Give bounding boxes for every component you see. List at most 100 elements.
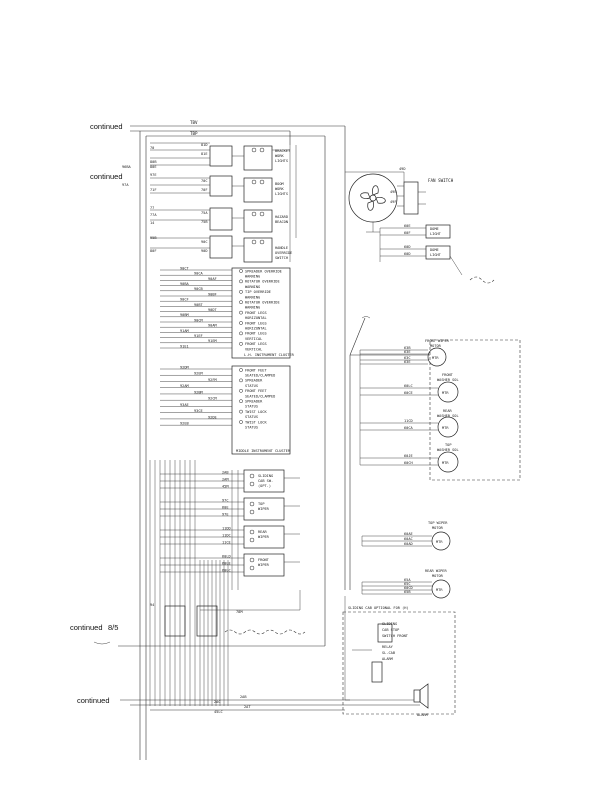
- switch-pin: [249, 481, 255, 487]
- indicator-lamp: [239, 331, 243, 336]
- svg-text:90C: 90C: [201, 240, 208, 244]
- svg-text:60JE: 60JE: [404, 454, 413, 458]
- indicator-lamp: [239, 409, 243, 414]
- wire-label: 92DM: [180, 365, 189, 369]
- lamp-label: STATUS: [245, 405, 258, 409]
- continued-label: continued: [77, 696, 110, 705]
- lamp-label: FRONT LEGS: [245, 342, 267, 346]
- indicator-lamp: [239, 310, 243, 315]
- wire-label: 91EM: [208, 339, 217, 343]
- svg-text:OVERRIDE: OVERRIDE: [275, 251, 292, 255]
- lamp-label: WARNING: [245, 285, 260, 289]
- wire-label: 93CE: [194, 409, 203, 413]
- middle-instrument-cluster: MIDDLE INSTRUMENT CLUSTER FRONT FEETSEAT…: [160, 365, 291, 455]
- lamp-label: STATUS: [245, 384, 258, 388]
- wire-label: TBV: [190, 120, 198, 125]
- svg-text:MTR: MTR: [432, 356, 439, 360]
- svg-text:SLIDING: SLIDING: [382, 622, 397, 626]
- svg-text:49D: 49D: [399, 167, 406, 171]
- indicator-lamp: [239, 289, 243, 294]
- svg-text:HAZARD: HAZARD: [275, 215, 288, 219]
- wire-label: 90AF: [208, 277, 217, 281]
- svg-text:2AT: 2AT: [244, 705, 251, 709]
- svg-text:97E: 97E: [150, 173, 157, 177]
- svg-text:77: 77: [150, 206, 154, 210]
- svg-text:RELAY: RELAY: [382, 645, 394, 649]
- continued-label: continued: [90, 122, 123, 131]
- lamp-label: ROTATOR OVERRIDE: [245, 280, 280, 284]
- top-wiper-motor: MTR TOP WIPER MOTOR 60AE 60AC 60AD: [361, 521, 451, 551]
- indicator-lamp: [239, 388, 243, 393]
- wire-label: 90CM: [194, 318, 203, 322]
- switch-label: TOP: [258, 502, 265, 506]
- wire-label: 2AM: [222, 477, 229, 481]
- switch-label: WIPER: [258, 535, 270, 539]
- svg-text:60CE: 60CE: [404, 391, 413, 395]
- switch-label: CAB SW.: [258, 479, 273, 483]
- svg-text:81E: 81E: [201, 152, 208, 156]
- wire-label: 2AB: [222, 470, 229, 474]
- indicator-lamp: [239, 341, 243, 346]
- svg-text:MTR: MTR: [442, 426, 449, 430]
- svg-text:60CH: 60CH: [404, 461, 413, 465]
- svg-text:45LC: 45LC: [214, 710, 223, 714]
- wire-label: 92FM: [208, 378, 217, 382]
- wire-label: 11CE: [222, 540, 231, 544]
- hazard-beacon-switch: HAZARD BEACON 75A 75B: [201, 207, 288, 233]
- lh-cluster-title: L.H. INSTRUMENT CLUSTER: [244, 353, 295, 357]
- svg-text:60E: 60E: [404, 224, 411, 228]
- svg-text:14: 14: [150, 221, 154, 225]
- wire-label: 90CT: [180, 266, 189, 270]
- svg-text:BRACKET: BRACKET: [275, 149, 291, 153]
- svg-text:MOTOR: MOTOR: [432, 574, 444, 578]
- svg-text:63E: 63E: [404, 350, 411, 354]
- svg-text:FRONT: FRONT: [442, 373, 454, 377]
- lamp-label: TWIST LOCK: [245, 420, 267, 424]
- wire-label: 45M: [222, 484, 229, 488]
- svg-text:LIGHT: LIGHT: [430, 232, 442, 236]
- svg-text:11CD: 11CD: [404, 419, 413, 423]
- wire-label: 90BA: [180, 282, 189, 286]
- wire-label: 90CA: [194, 272, 203, 276]
- sliding-cab-option: SLIDING CAB OPTIONAL FOR (H) SLIDING CAB…: [342, 596, 456, 717]
- svg-text:80E: 80E: [150, 165, 157, 169]
- svg-text:WORK: WORK: [275, 187, 284, 191]
- lamp-label: WARNING: [245, 306, 260, 310]
- svg-text:LIGHTS: LIGHTS: [275, 192, 288, 196]
- wire-label: 90BT: [194, 303, 203, 307]
- wire-label: 60LD: [222, 554, 231, 558]
- svg-text:LIGHTS: LIGHTS: [275, 159, 288, 163]
- switch-pin: [249, 509, 255, 515]
- wire-label: 92EB: [180, 422, 189, 426]
- svg-text:78M: 78M: [236, 610, 243, 614]
- lamp-label: SPREADER: [245, 400, 263, 404]
- svg-text:2AB: 2AB: [240, 695, 247, 699]
- wire-label: 90CF: [180, 298, 189, 302]
- lh-instrument-cluster: L.H. INSTRUMENT CLUSTER SPREADER OVERRID…: [160, 266, 295, 359]
- svg-text:2AC: 2AC: [214, 700, 221, 704]
- svg-text:95B: 95B: [150, 236, 157, 240]
- switch-pin: [249, 501, 255, 507]
- continued-ref: 8/5: [108, 623, 118, 632]
- lamp-label: SEATED/CLAMPED: [245, 394, 275, 398]
- svg-text:TOP: TOP: [445, 443, 452, 447]
- lamp-label: FRONT LEGS: [245, 311, 267, 315]
- svg-text:65A: 65A: [404, 578, 411, 582]
- svg-text:63C: 63C: [404, 356, 411, 360]
- lamp-label: WARNING: [245, 295, 260, 299]
- svg-text:71F: 71F: [150, 188, 157, 192]
- svg-text:75A: 75A: [201, 211, 208, 215]
- svg-text:TOP WIPER: TOP WIPER: [428, 521, 448, 525]
- wire-label: 90BM: [180, 313, 189, 317]
- switch-pin: [249, 557, 255, 563]
- svg-text:WASHER SOL: WASHER SOL: [437, 414, 459, 418]
- svg-text:97A: 97A: [122, 183, 129, 187]
- svg-text:MTR: MTR: [436, 588, 443, 592]
- svg-text:BOOM: BOOM: [275, 182, 284, 186]
- svg-text:96BA: 96BA: [122, 165, 131, 169]
- svg-text:77A: 77A: [150, 213, 157, 217]
- lamp-label: FRONT LEGS: [245, 321, 267, 325]
- svg-text:MOTOR: MOTOR: [430, 344, 442, 348]
- svg-text:SWITCH: SWITCH: [275, 256, 288, 260]
